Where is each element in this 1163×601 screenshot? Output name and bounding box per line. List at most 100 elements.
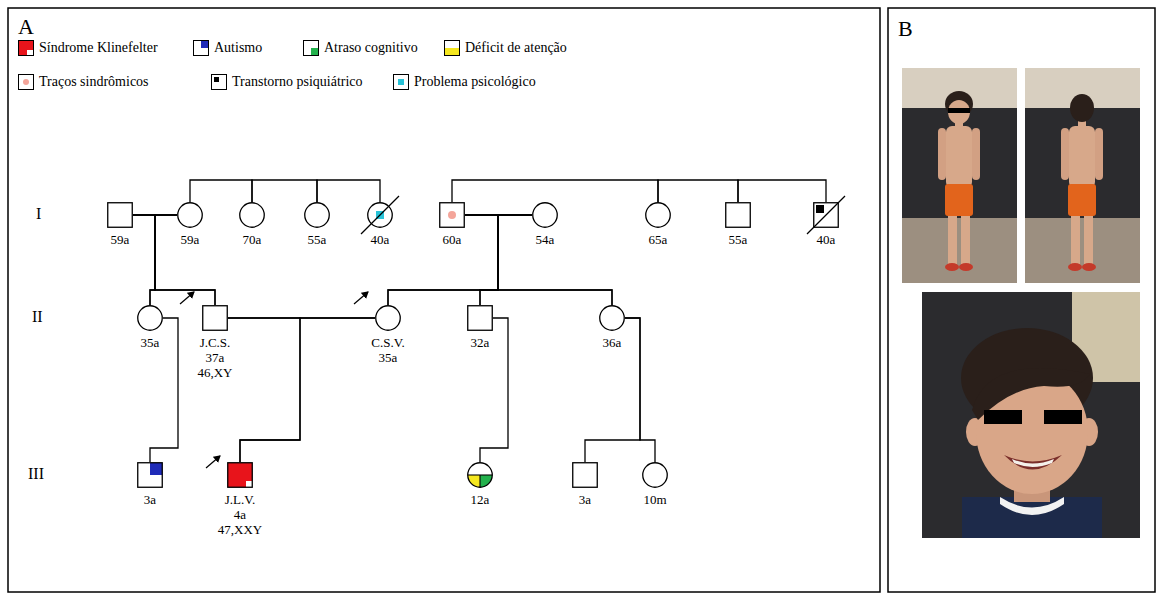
- panel-letter: A: [18, 14, 34, 40]
- legend-symbol: [193, 40, 209, 56]
- individual-text: 55a: [308, 232, 327, 247]
- pedigree-symbol: [813, 202, 839, 228]
- deceased-slash: [807, 196, 845, 234]
- sandal: [945, 263, 959, 271]
- legend-swatch: [214, 77, 219, 82]
- descent-line: [133, 215, 215, 305]
- sibship-line: [452, 180, 658, 202]
- trait-fill: [228, 463, 253, 481]
- pedigree-symbol: [572, 462, 598, 488]
- trait-fill: [150, 463, 162, 475]
- leg: [948, 216, 957, 264]
- male-outline: [138, 463, 163, 488]
- female-symbol: 65a: [645, 202, 671, 228]
- individual-labels: 36a: [603, 335, 622, 350]
- individual-text: J.L.V.: [218, 492, 262, 507]
- male-outline: [573, 463, 598, 488]
- legend-text: Traços sindrômicos: [39, 74, 149, 90]
- male-symbol: 60a: [439, 202, 465, 228]
- female-outline: [138, 306, 163, 331]
- individual-labels: C.S.V.35a: [371, 335, 404, 365]
- individual-text: J.C.S.: [197, 335, 232, 350]
- individual-labels: 12a: [471, 492, 490, 507]
- pedigree-symbol: [645, 202, 671, 228]
- female-outline: [643, 463, 668, 488]
- photo-wall: [1025, 68, 1140, 283]
- legend-text: Atraso cognitivo: [324, 40, 418, 56]
- individual-text: 47,XXY: [218, 522, 262, 537]
- symbol-ground: [532, 202, 558, 228]
- legend-text: Autismo: [214, 40, 262, 56]
- individual-labels: J.L.V.4a47,XXY: [218, 492, 262, 537]
- photo-floor: [1025, 218, 1140, 283]
- individual-text: 3a: [144, 492, 156, 507]
- sibship-line: [252, 180, 317, 202]
- male-outline: [468, 306, 493, 331]
- individual-labels: 54a: [536, 232, 555, 247]
- trait-fill: [816, 205, 824, 213]
- panel-letter: B: [898, 16, 913, 42]
- individual-text: 65a: [649, 232, 668, 247]
- symbol-ground: [108, 203, 133, 228]
- individual-text: 40a: [371, 232, 390, 247]
- individual-labels: 10m: [643, 492, 666, 507]
- female-symbol: 70a: [239, 202, 265, 228]
- eye-bar: [984, 410, 1022, 424]
- female-outline: [305, 203, 330, 228]
- legend-text: Transtorno psiquiátrico: [232, 74, 363, 90]
- descent-line: [240, 318, 375, 462]
- legend-swatch: [19, 41, 33, 50]
- panel-frame: [888, 8, 1155, 592]
- individual-text: 32a: [471, 335, 490, 350]
- legend-swatch: [398, 79, 404, 85]
- sandal: [959, 263, 973, 271]
- legend-text: Problema psicológico: [414, 74, 536, 90]
- pedigree-symbol: [367, 202, 393, 228]
- individual-labels: 70a: [243, 232, 262, 247]
- symbol-ground: [203, 306, 228, 331]
- individual-labels: J.C.S.37a46,XY: [197, 335, 232, 380]
- individual-text: 54a: [536, 232, 555, 247]
- pedigree-symbol: [439, 202, 465, 228]
- individual-text: 40a: [817, 232, 836, 247]
- individual-labels: 59a: [181, 232, 200, 247]
- female-symbol: C.S.V.35a: [375, 305, 401, 331]
- female-outline: [468, 463, 493, 488]
- symbol-ground: [304, 202, 330, 228]
- photo-floor: [902, 218, 1017, 283]
- legend-swatch: [445, 48, 459, 55]
- male-outline: [203, 306, 228, 331]
- individual-text: 59a: [111, 232, 130, 247]
- individual-text: 60a: [443, 232, 462, 247]
- descent-line: [388, 215, 498, 305]
- descent-line: [150, 215, 177, 305]
- pedigree-symbol: [239, 202, 265, 228]
- symbol-ground: [138, 463, 163, 488]
- female-symbol: 59a: [177, 202, 203, 228]
- female-outline: [600, 306, 625, 331]
- male-symbol: J.L.V.4a47,XXY: [227, 462, 253, 488]
- photo-sofa: [1025, 108, 1140, 218]
- female-outline: [240, 203, 265, 228]
- shorts: [1068, 184, 1096, 216]
- proband-arrow: [206, 456, 220, 468]
- smile: [1004, 455, 1062, 470]
- male-symbol: J.C.S.37a46,XY: [202, 305, 228, 331]
- pedigree-symbol: [725, 202, 751, 228]
- legend-symbol: [303, 40, 319, 56]
- female-symbol: 55a: [304, 202, 330, 228]
- male-outline: [228, 463, 253, 488]
- shorts: [945, 184, 973, 216]
- torso: [946, 126, 972, 188]
- legend-swatch: [201, 41, 208, 48]
- arm: [1061, 128, 1069, 180]
- pedigree-symbol: [599, 305, 625, 331]
- proband-arrow: [354, 292, 368, 304]
- face: [948, 100, 970, 124]
- eye-bar: [948, 108, 970, 113]
- shirt: [962, 497, 1102, 538]
- female-symbol: 35a: [137, 305, 163, 331]
- sibship-line: [317, 180, 380, 202]
- individual-text: 3a: [579, 492, 591, 507]
